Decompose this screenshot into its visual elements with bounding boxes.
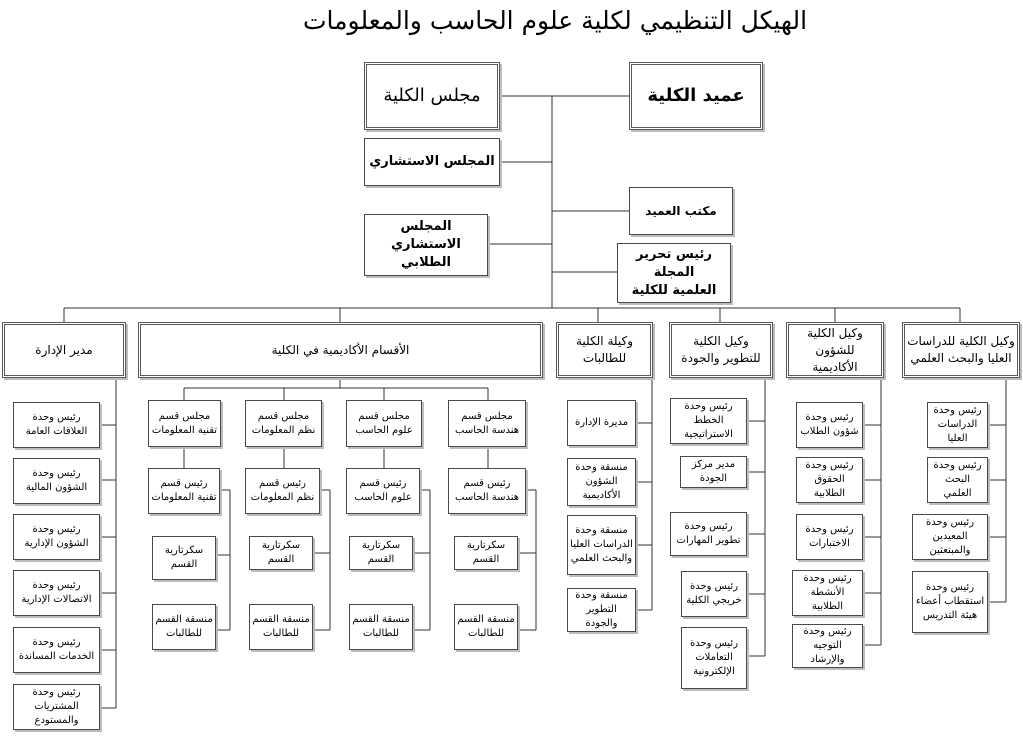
page-title: الهيكل التنظيمي لكلية علوم الحاسب والمعل… [302,6,808,35]
graduate-unit-box: رئيس وحدة البحث العلمي [927,457,988,503]
academic-unit-box: رئيس وحدة الاختبارات [796,514,863,560]
department-secretary-box: سكرتارية القسم [349,536,413,570]
department-coordinator-box: منسقة القسم للطالبات [454,604,518,650]
admin-unit-box: رئيس وحدة الخدمات المساندة [13,627,100,673]
academic-unit-box: رئيس وحدة الأنشطة الطلابية [792,570,863,616]
department-council-box: مجلس قسم علوم الحاسب [346,400,422,447]
vice-dean-female-box: وكيلة الكلية للطالبات [556,322,653,378]
development-unit-box: مدير مركز الجودة [680,456,747,488]
admin-unit-box: رئيس وحدة الاتصالات الإدارية [13,570,100,616]
development-unit-box: رئيس وحدة التعاملات الإلكترونية [681,627,747,689]
development-unit-box: رئيس وحدة تطوير المهارات [670,512,747,556]
department-head-box: رئيس قسم تقنية المعلومات [148,468,220,514]
department-head-box: رئيس قسم علوم الحاسب [346,468,420,514]
department-secretary-box: سكرتارية القسم [152,536,216,580]
vice-dean-graduate-box: وكيل الكلية للدراسات العليا والبحث العلم… [902,322,1020,378]
department-coordinator-box: منسقة القسم للطالبات [152,604,216,650]
graduate-unit-box: رئيس وحدة المعيدين والمبتعثين [912,514,988,560]
advisory-council-box: المجلس الاستشاري [364,138,500,186]
department-secretary-box: سكرتارية القسم [454,536,518,570]
development-unit-box: رئيس وحدة الخطط الاستراتيجية [670,398,747,444]
admin-unit-box: رئيس وحدة الشؤون المالية [13,458,100,504]
department-coordinator-box: منسقة القسم للطالبات [249,604,313,650]
department-council-box: مجلس قسم تقنية المعلومات [148,400,221,447]
graduate-unit-box: رئيس وحدة الدراسات العليا [927,402,988,448]
admin-unit-box: رئيس وحدة العلاقات العامة [13,402,100,448]
academic-departments-box: الأقسام الأكاديمية في الكلية [138,322,543,378]
dean-box: عميد الكلية [629,62,763,130]
female-unit-box: منسقة وحدة التطوير والجودة [567,588,636,632]
admin-unit-box: رئيس وحدة الشؤون الإدارية [13,514,100,560]
female-unit-box: منسقة وحدة الشؤون الأكاديمية [567,458,636,506]
admin-director-box: مدير الإدارة [2,322,126,378]
academic-unit-box: رئيس وحدة التوجيه والإرشاد [792,624,863,668]
student-advisory-council-box: المجلس الاستشاري الطلابي [364,214,488,276]
dean-office-box: مكتب العميد [629,187,733,235]
journal-editor-box: رئيس تحرير المجلة العلمية للكلية [617,243,731,303]
vice-dean-development-box: وكيل الكلية للتطوير والجودة [669,322,773,378]
department-head-box: رئيس قسم نظم المعلومات [245,468,320,514]
department-council-box: مجلس قسم هندسة الحاسب [448,400,526,447]
college-council-box: مجلس الكلية [364,62,500,130]
female-unit-box: مديرة الإدارة [567,400,636,446]
admin-unit-box: رئيس وحدة المشتريات والمستودع [13,684,100,730]
female-unit-box: منسقة وحدة الدراسات العليا والبحث العلمي [567,515,636,575]
department-coordinator-box: منسقة القسم للطالبات [349,604,413,650]
development-unit-box: رئيس وحدة خريجي الكلية [681,571,747,617]
vice-dean-academic-box: وكيل الكلية للشؤون الأكاديمية [786,322,884,378]
academic-unit-box: رئيس وحدة الحقوق الطلابية [796,457,863,503]
graduate-unit-box: رئيس وحدة استقطاب أعضاء هيئة التدريس [912,571,988,633]
academic-unit-box: رئيس وحدة شؤون الطلاب [796,402,863,448]
department-council-box: مجلس قسم نظم المعلومات [245,400,322,447]
department-head-box: رئيس قسم هندسة الحاسب [448,468,526,514]
department-secretary-box: سكرتارية القسم [249,536,313,570]
